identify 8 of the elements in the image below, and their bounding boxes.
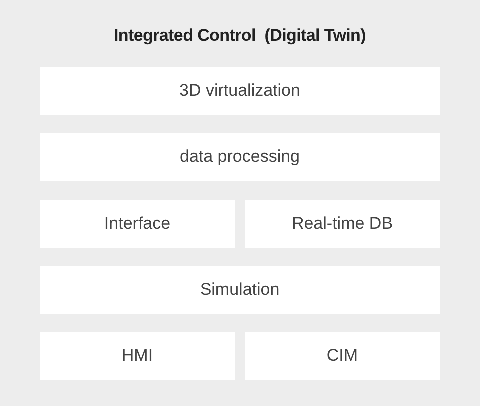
layer-label: CIM [326, 345, 358, 367]
layer-label: Real-time DB [292, 213, 394, 235]
layer-label: 3D virtualization [180, 80, 300, 102]
layer-label: Simulation [200, 279, 280, 301]
diagram-title: Integrated Control (Digital Twin) [112, 25, 368, 47]
layer-label: Interface [104, 213, 171, 235]
layer-label: data processing [180, 146, 300, 168]
layer-label: HMI [122, 345, 154, 367]
